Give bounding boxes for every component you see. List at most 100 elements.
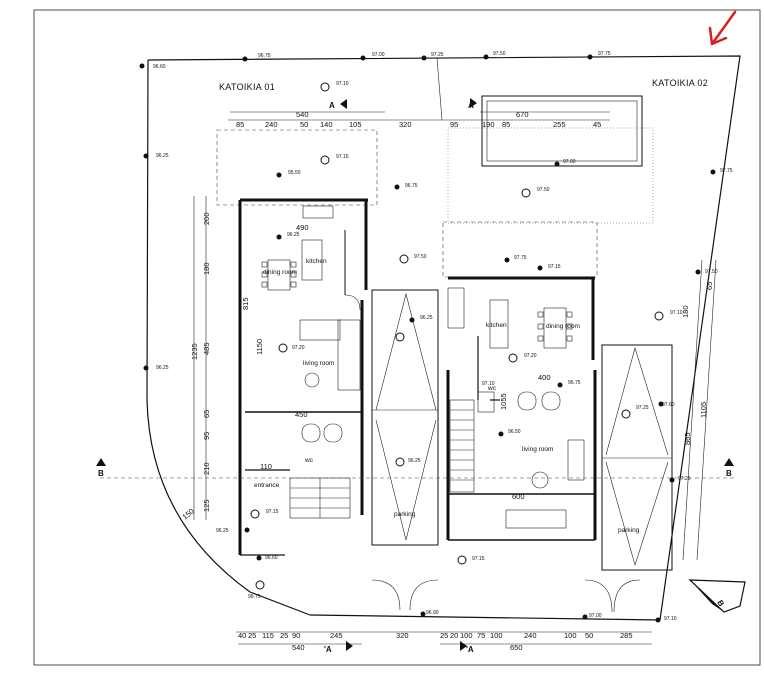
- level-h27: 97.00: [582, 613, 602, 620]
- level-h6: 97.50: [521, 187, 550, 198]
- level-h28: 97.10: [655, 616, 677, 623]
- svg-text:97.20: 97.20: [524, 353, 537, 359]
- dim-490: 490: [296, 223, 309, 232]
- dim-top-5: 320: [399, 120, 412, 129]
- level-h16: 96.50: [498, 429, 521, 437]
- svg-text:97.00: 97.00: [563, 159, 576, 165]
- svg-text:670: 670: [516, 110, 529, 119]
- svg-text:150: 150: [181, 507, 196, 522]
- level-h12: 96.25: [409, 315, 433, 323]
- level-h26: 96.90: [420, 610, 439, 617]
- svg-text:96.25: 96.25: [156, 153, 169, 159]
- dim-top-6: 95: [450, 120, 458, 129]
- svg-text:485: 485: [202, 342, 211, 355]
- level-t4: 97.50: [483, 51, 506, 60]
- level-l2: 96.25: [143, 365, 169, 371]
- dim-top-9: 255: [553, 120, 566, 129]
- right-vertical-dimensions: 65 180 865 1105: [681, 259, 717, 561]
- dim-400: 400: [538, 373, 551, 382]
- svg-text:815: 815: [241, 297, 250, 310]
- level-h30: 97.60: [658, 401, 675, 408]
- svg-text:A: A: [468, 101, 474, 110]
- dim-1055: 1055: [499, 393, 508, 410]
- level-h1: 97.10: [320, 81, 349, 92]
- top-dimension-line: 540 670 85 240 50 140 105 320 95 190 85 …: [228, 110, 610, 129]
- house-02-walls: [446, 276, 597, 541]
- level-h2: 97.15: [320, 154, 349, 165]
- level-t2: 97.00: [360, 52, 385, 61]
- svg-text:96.90: 96.90: [426, 610, 439, 616]
- svg-text:96.50: 96.50: [508, 429, 521, 435]
- level-h17: 97.25: [621, 405, 649, 419]
- svg-text:245: 245: [330, 631, 343, 640]
- svg-text:'A: 'A: [324, 645, 332, 654]
- house-01-terrace-outline: [216, 129, 378, 206]
- swimming-pool: [481, 95, 643, 167]
- level-h15: 96.75: [557, 380, 581, 388]
- dim-top-7: 190: [482, 120, 495, 129]
- svg-text:96.60: 96.60: [153, 64, 166, 70]
- level-h9: 97.15: [537, 264, 561, 271]
- svg-text:97.15: 97.15: [266, 509, 279, 515]
- svg-text:97.10: 97.10: [670, 310, 683, 316]
- svg-text:65: 65: [705, 282, 714, 290]
- room-label-wc-01: wc: [304, 457, 314, 464]
- svg-text:97.00: 97.00: [589, 613, 602, 619]
- svg-text:320: 320: [396, 631, 409, 640]
- svg-text:285: 285: [620, 631, 633, 640]
- living-table-01: [304, 372, 320, 388]
- left-vertical-dimensions: 200 180 815 1150 1235 485 65 95 210 110 …: [181, 196, 272, 522]
- svg-text:115: 115: [262, 631, 274, 640]
- svg-text:97.15: 97.15: [472, 556, 485, 562]
- dining-table-01: [261, 259, 297, 291]
- north-arrow-icon: B: [688, 579, 746, 613]
- svg-text:96.25: 96.25: [408, 458, 421, 464]
- svg-text:95: 95: [202, 432, 211, 440]
- svg-text:B: B: [715, 599, 726, 609]
- dim-top-4: 105: [349, 120, 362, 129]
- svg-text:200: 200: [202, 212, 211, 225]
- room-label-parking-01: parking: [394, 511, 416, 518]
- svg-text:180: 180: [202, 262, 211, 275]
- level-h8: 97.20: [278, 343, 305, 353]
- svg-text:1150: 1150: [255, 339, 264, 355]
- svg-text:96.75: 96.75: [568, 380, 581, 386]
- house-02-title: KATOIKIA 02: [652, 78, 708, 88]
- armchairs-02: [517, 391, 561, 411]
- dim-top-1: 240: [265, 120, 278, 129]
- svg-text:B: B: [726, 469, 732, 478]
- svg-text:96.75: 96.75: [258, 53, 271, 59]
- svg-text:B: B: [98, 469, 104, 478]
- svg-text:96.25: 96.25: [216, 528, 229, 534]
- svg-text:97.75: 97.75: [720, 168, 733, 174]
- svg-text:650: 650: [510, 643, 523, 652]
- svg-text:20: 20: [450, 631, 458, 640]
- svg-text:97.25: 97.25: [431, 52, 444, 58]
- kitchen-island-01: [301, 239, 323, 281]
- svg-text:1235: 1235: [190, 343, 199, 360]
- level-h11: 97.75: [504, 255, 527, 263]
- svg-text:100: 100: [564, 631, 577, 640]
- section-mark-a-bottom-left: 'A: [324, 641, 353, 654]
- svg-text:97.75: 97.75: [598, 51, 611, 57]
- level-t1: 96.75: [242, 53, 271, 62]
- section-mark-a-right: A: [468, 98, 477, 110]
- svg-text:97.50: 97.50: [705, 269, 718, 275]
- svg-text:97.25: 97.25: [678, 476, 691, 482]
- svg-text:'A: 'A: [466, 645, 474, 654]
- stairs-02: [449, 399, 475, 493]
- svg-text:96.75: 96.75: [405, 183, 418, 189]
- room-label-living-02: living room: [522, 446, 553, 453]
- level-h18: 97.50: [695, 269, 718, 275]
- room-label-dining-02: dining room: [546, 323, 580, 330]
- svg-text:40: 40: [238, 631, 246, 640]
- level-h20: 97.10: [395, 332, 495, 387]
- dim-top-8: 85: [502, 120, 510, 129]
- red-arrow-annotation: [708, 10, 737, 46]
- room-label-kitchen-01: kitchen: [306, 258, 327, 265]
- level-h22: 96.25: [216, 527, 250, 534]
- level-markers: 96.60 96.75 97.00 97.25 97.50 97.75 96.2…: [139, 51, 733, 623]
- svg-text:540: 540: [292, 643, 305, 652]
- svg-text:75: 75: [477, 631, 485, 640]
- svg-text:125: 125: [202, 499, 211, 512]
